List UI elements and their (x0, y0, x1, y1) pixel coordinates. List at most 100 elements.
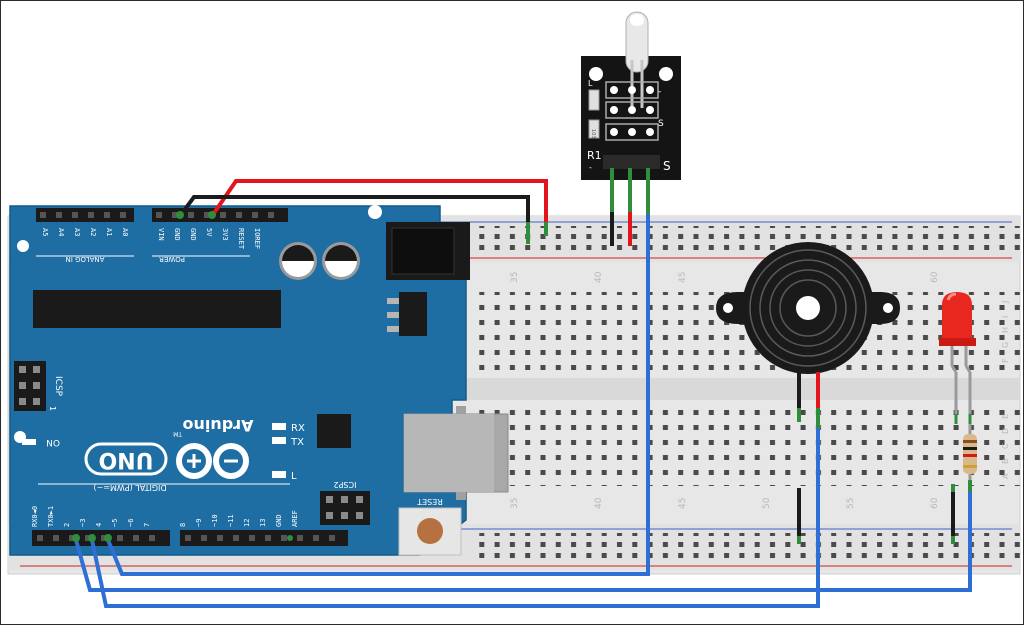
uno-text: UNO (99, 447, 154, 472)
l-led (272, 471, 286, 478)
row-letter: A (1001, 473, 1010, 479)
power-pin-label: RESET (237, 228, 245, 250)
sensor-label-l: L (588, 79, 593, 88)
logo-infinity-right (213, 443, 249, 479)
red-led (939, 292, 976, 424)
row-letter: F (1001, 358, 1010, 363)
tx-led (272, 437, 286, 444)
analog-pin-label: A2 (89, 228, 97, 236)
sensor-resistor-code: 103 (590, 129, 596, 139)
arduino-brand-text: Arduino (183, 416, 254, 435)
lower-terminal-holes (473, 408, 1020, 486)
analog-pin-label: A5 (41, 228, 49, 236)
power-pin-label: 3V3 (221, 228, 229, 241)
power-pin-labels: VIN GND GND 5V 3V3 RESET IOREF (157, 228, 261, 250)
column-numbers-bottom: 35 40 45 50 55 60 (510, 497, 940, 509)
sensor-label-minus-top: - (658, 87, 661, 97)
digital-pin-label: 4 (95, 523, 103, 527)
wire-led-signal-blue (74, 484, 972, 592)
voltage-regulator (399, 292, 427, 336)
wire-buzzer-signal-blue (90, 422, 820, 608)
usb-port-face (404, 414, 494, 492)
digital-pin-label: ~10 (211, 514, 219, 527)
digital-pin-label: ~6 (127, 519, 135, 527)
analog-pin-label: A4 (57, 228, 65, 236)
atmega-chip (33, 290, 281, 328)
sensor-module: L 103 - S R1 - S (581, 11, 681, 246)
digital-pin-label: 13 (259, 519, 267, 527)
row-letter: G (1001, 342, 1010, 348)
row-letter: J (1001, 301, 1010, 304)
icsp2-label: ICSP2 (334, 480, 357, 489)
icsp-label: ICSP (53, 376, 63, 397)
l-label: L (291, 471, 297, 482)
sensor-header[interactable] (603, 155, 660, 169)
column-number-bottom: 50 (762, 497, 772, 509)
power-pin-label: 5V (205, 228, 213, 237)
digital-pin-label: RX0◄0 (31, 506, 39, 527)
column-number-bottom: 45 (678, 498, 688, 509)
row-letter: H (1001, 327, 1010, 333)
digital-pin-label: GND (275, 514, 283, 527)
row-letter: E (1001, 414, 1010, 419)
on-led (22, 439, 36, 445)
rx-label: RX (291, 423, 305, 434)
power-pin-label: GND (173, 228, 181, 241)
logo-infinity-left (176, 443, 212, 479)
digital-pin-label: TX0►1 (47, 506, 55, 527)
buzzer-center (796, 296, 820, 320)
tx-label: TX (290, 437, 304, 448)
row-letter: C (1001, 443, 1010, 449)
digital-pin-label: 2 (63, 523, 71, 527)
power-jack-inner (391, 227, 455, 275)
led-rim (939, 338, 976, 346)
digital-header-right[interactable] (180, 530, 348, 546)
usb-interface-chip (317, 414, 351, 448)
resistor (963, 424, 977, 484)
capacitor-2-band (325, 245, 357, 261)
mount-hole-2 (368, 205, 382, 219)
row-letter: D (1001, 428, 1010, 434)
digital-pin-label: ~11 (227, 514, 235, 527)
column-number-bottom: 60 (930, 497, 940, 509)
digital-pin-label: ~3 (79, 519, 87, 527)
column-number-bottom: 55 (846, 498, 856, 509)
column-number-bottom: 40 (594, 497, 604, 509)
wire-gnd-black (178, 195, 530, 244)
icsp-header[interactable] (14, 361, 46, 411)
column-number-top: 40 (594, 271, 604, 283)
digital-pin-label: AREF (291, 510, 299, 527)
led-dome (942, 292, 972, 340)
row-letter: B (1001, 459, 1010, 465)
arduino-tm-text: TM (173, 430, 183, 437)
power-pin-label: VIN (157, 228, 165, 241)
analog-header[interactable] (36, 208, 134, 222)
digital-pin-label: 7 (143, 523, 151, 527)
sensor-label-r1: R1 (587, 149, 602, 162)
digital-pin-label: 12 (243, 519, 251, 527)
sensor-bulb (625, 11, 649, 73)
power-pin-label: IOREF (253, 228, 261, 249)
bottom-rail-holes (473, 533, 1020, 561)
wires (72, 179, 972, 608)
reset-button-cap[interactable] (417, 518, 443, 544)
arduino-logo: Arduino TM UNO (84, 416, 254, 479)
power-pin-label: GND (189, 228, 197, 241)
digital-label: DIGITAL (PWM=~) (93, 483, 166, 492)
rx-led (272, 423, 286, 430)
icsp-pin1-label: 1 (48, 406, 57, 411)
reset-label: RESET (417, 497, 443, 506)
piezo-buzzer (716, 242, 900, 422)
column-number-bottom: 35 (510, 498, 520, 509)
uno-badge (84, 442, 168, 476)
sensor-label-s: S (663, 159, 671, 173)
column-number-top: 35 (510, 272, 520, 283)
column-number-top: 45 (678, 272, 688, 283)
digital-pin-label: ~5 (111, 519, 119, 527)
on-label: ON (46, 437, 60, 447)
